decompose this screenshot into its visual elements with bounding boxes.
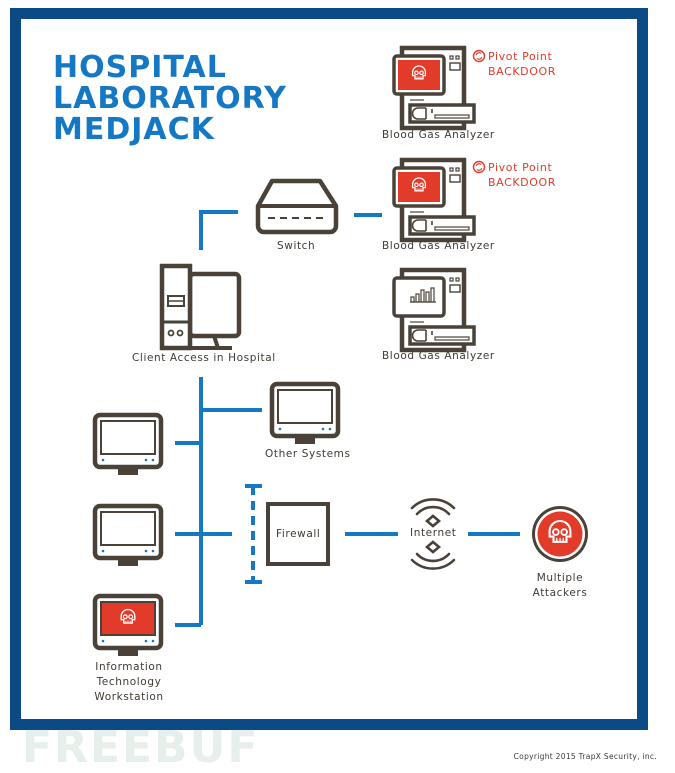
links [175,210,520,627]
internet-label: Internet [410,527,457,539]
blood-gas-analyzer-1[interactable] [394,48,474,128]
blood-gas-analyzer-3[interactable] [394,270,474,350]
analyzer-3-label: Blood Gas Analyzer [382,350,495,362]
attacker-icon[interactable] [532,506,588,562]
analyzer-1-label: Blood Gas Analyzer [382,129,495,141]
firewall-label: Firewall [276,528,321,540]
client-computer-icon[interactable] [159,263,242,351]
watermark: FREEBUF [22,722,260,773]
alert-screen [102,603,154,634]
analyzer-2-pivot-line-1: Pivot Point [488,161,553,174]
analyzer-1-pivot-line-2: BACKDOOR [488,65,557,78]
title-line-1: HOSPITAL [53,50,227,85]
other-systems-monitor[interactable] [272,384,338,444]
copyright: Copyright 2015 TrapX Security, inc. [513,752,657,761]
attackers-label-line-2: Attackers [532,587,588,599]
attackers-label: Multiple Attackers [532,571,588,601]
analyzer-1-pivot-line-1: Pivot Point [488,50,553,63]
wifi-icon [410,498,456,570]
switch-label: Switch [277,240,316,252]
analyzer-2-pivot-line-2: BACKDOOR [488,176,557,189]
it-workstation-monitor[interactable] [95,596,161,656]
title-line-2: LABORATORY [53,81,287,116]
attackers-label-line-1: Multiple [536,572,584,584]
it-workstation-label-line-3: Workstation [94,691,164,703]
it-workstation-label-line-1: Information [95,661,163,673]
firewall-boundary [245,484,262,584]
alert-screen [398,172,440,202]
pivot-icon [472,160,486,174]
alert-screen [398,60,440,90]
bar-chart-icon [410,287,436,303]
blood-gas-analyzer-2[interactable] [394,160,474,240]
firewall-box[interactable] [266,502,330,566]
link-client-switch [199,210,238,250]
switch-icon[interactable] [255,178,339,235]
client-label: Client Access in Hospital [132,352,276,364]
analyzer-2-label: Blood Gas Analyzer [382,240,495,252]
page-title: HOSPITAL LABORATORY MEDJACK [53,52,287,145]
workstation-monitor-1[interactable] [95,415,161,475]
pivot-icon [472,49,486,63]
it-workstation-label: Information Technology Workstation [88,660,170,705]
it-workstation-label-line-2: Technology [96,676,162,688]
other-systems-label: Other Systems [265,448,351,460]
workstation-monitor-2[interactable] [95,506,161,566]
title-line-3: MEDJACK [53,112,215,147]
